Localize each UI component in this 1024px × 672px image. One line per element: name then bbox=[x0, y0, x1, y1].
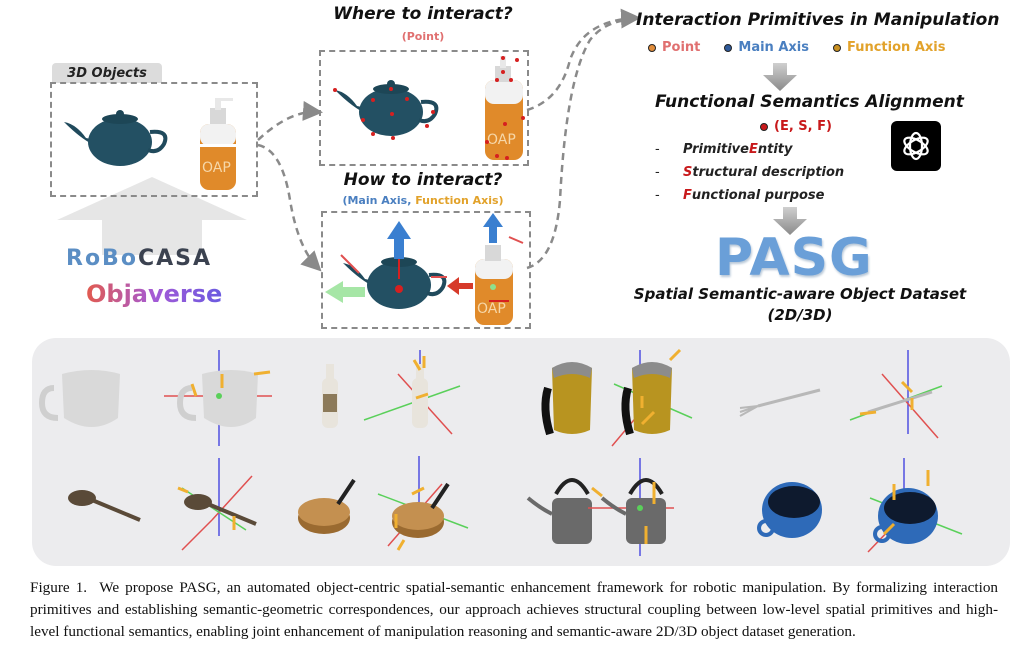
pan-icon bbox=[298, 478, 356, 534]
where-title: Where to interact? bbox=[333, 4, 513, 24]
bottle-annotated-icon bbox=[363, 350, 461, 435]
teapot-icon bbox=[64, 110, 168, 166]
point-markers bbox=[333, 87, 435, 140]
gallery-illustrations bbox=[38, 348, 963, 556]
esf-label: (E, S, F) bbox=[760, 119, 832, 134]
axis-annotation-illustration: OAP bbox=[325, 213, 524, 325]
how-box: OAP bbox=[321, 211, 531, 329]
legend-main-axis: Main Axis bbox=[724, 40, 809, 55]
main-axis-arrow-icon bbox=[387, 221, 411, 259]
figure-caption: Figure 1. We propose PASG, an automated … bbox=[30, 577, 998, 643]
function-axis-arrow-icon bbox=[325, 281, 365, 303]
svg-text:OAP: OAP bbox=[477, 301, 506, 317]
svg-text:OAP: OAP bbox=[487, 132, 516, 148]
primitives-title: Interaction Primitives in Manipulation bbox=[636, 10, 1000, 30]
teapot-icon bbox=[343, 257, 447, 309]
mug-icon bbox=[38, 370, 120, 427]
kettle-annotated-icon bbox=[611, 348, 693, 447]
dataset-title: Spatial Semantic-aware Object Dataset bbox=[633, 285, 967, 303]
caption-label: Figure 1. bbox=[30, 579, 88, 596]
caption-text: We propose PASG, an automated object-cen… bbox=[30, 579, 999, 640]
main-axis-label: (Main Axis, bbox=[342, 194, 412, 207]
bowl-cup-icon bbox=[757, 482, 822, 538]
bottle-icon bbox=[322, 364, 338, 428]
svg-text:OAP: OAP bbox=[202, 160, 231, 176]
openai-logo-icon bbox=[891, 121, 941, 171]
pan-annotated-icon bbox=[377, 456, 469, 551]
objects-box: OAP bbox=[50, 82, 258, 197]
teakettle-annotated-icon bbox=[588, 458, 674, 556]
how-subtitle: (Main Axis, Function Axis) bbox=[318, 194, 528, 207]
main-axis-dot-icon bbox=[724, 43, 733, 52]
down-arrow-icon bbox=[773, 207, 807, 235]
mug-annotated-icon bbox=[164, 350, 272, 446]
object-gallery bbox=[32, 338, 1010, 566]
objects-tab-label: 3D Objects bbox=[52, 63, 162, 83]
point-annotation-illustration: OAP bbox=[333, 56, 525, 160]
dataset-subtitle: (2D/3D) bbox=[767, 306, 833, 324]
spoon-icon bbox=[68, 490, 141, 522]
bowl-cup-annotated-icon bbox=[867, 458, 963, 553]
legend-point: Point bbox=[648, 40, 700, 55]
objects-illustration: OAP bbox=[64, 98, 236, 190]
primitives-legend: Point Main Axis Function Axis bbox=[636, 40, 976, 55]
where-box: OAP bbox=[319, 50, 529, 166]
teapot-icon bbox=[335, 80, 439, 136]
upload-arrow-icon bbox=[57, 177, 247, 255]
alignment-title: Functional Semantics Alignment bbox=[655, 92, 964, 112]
pasg-title: PASG bbox=[715, 228, 873, 288]
how-title: How to interact? bbox=[343, 170, 503, 190]
soap-bottle-icon: OAP bbox=[485, 56, 523, 160]
soap-bottle-icon: OAP bbox=[200, 98, 236, 190]
legend-function-axis: Function Axis bbox=[832, 40, 945, 55]
kettle-icon bbox=[541, 362, 592, 436]
teakettle-icon bbox=[526, 478, 592, 544]
function-axis-dot-icon bbox=[832, 43, 841, 52]
robocasa-logo: RoBoCASA bbox=[66, 246, 212, 271]
where-subtitle: (Point) bbox=[401, 30, 445, 43]
fork-annotated-icon bbox=[849, 350, 943, 439]
function-axis-label: Function Axis) bbox=[411, 194, 504, 207]
flow-connectors bbox=[257, 8, 641, 272]
down-arrow-icon bbox=[763, 63, 797, 91]
soap-bottle-icon: OAP bbox=[475, 245, 513, 325]
fork-icon bbox=[739, 388, 821, 417]
point-dot-icon bbox=[648, 43, 656, 52]
objaverse-logo: Objaverse bbox=[86, 280, 223, 308]
esf-dot-icon bbox=[760, 122, 768, 131]
spoon-annotated-icon bbox=[177, 458, 257, 551]
